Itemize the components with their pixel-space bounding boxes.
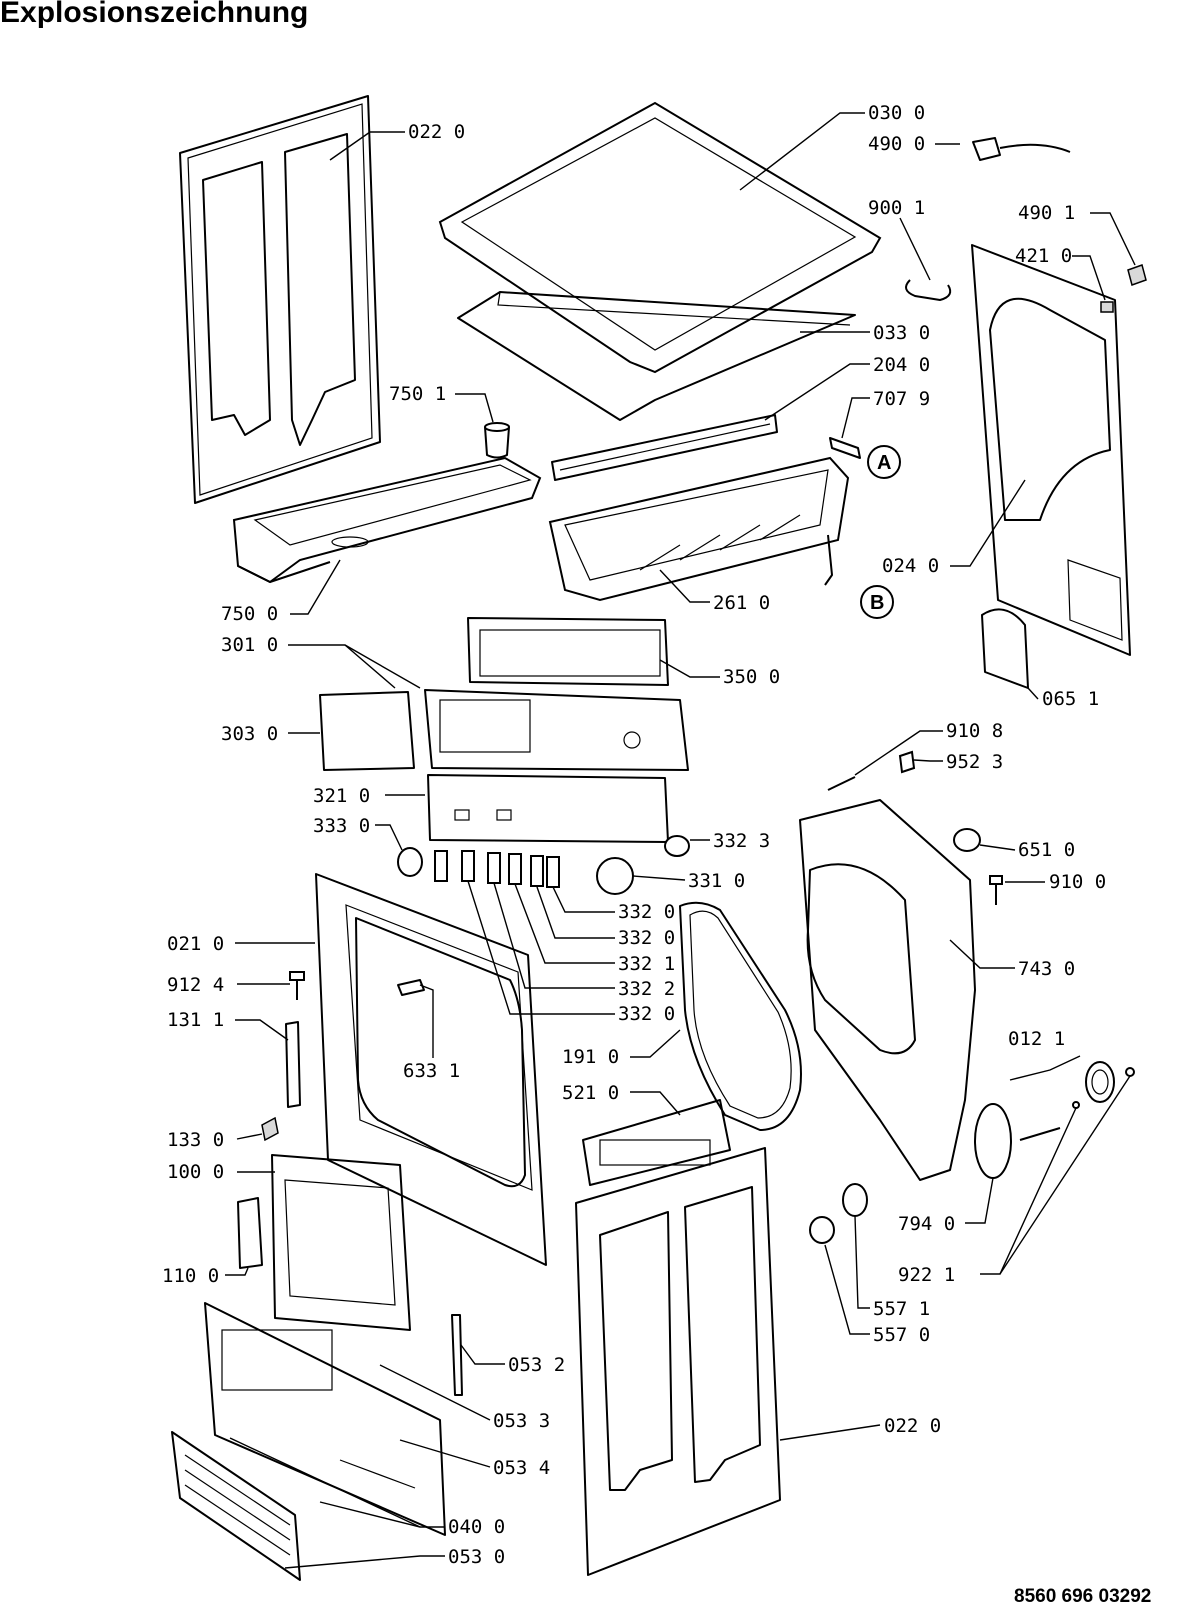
air-duct (548, 456, 850, 602)
part-label-332-2: 332 2 (618, 978, 675, 1000)
fascia-cap (319, 691, 415, 771)
part-label-133-0: 133 0 (167, 1129, 224, 1151)
part-label-022-0-bottom: 022 0 (884, 1415, 941, 1437)
part-label-261-0: 261 0 (713, 592, 770, 614)
part-label-021-0: 021 0 (167, 933, 224, 955)
part-labels: 022 0 030 0 490 0 900 1 490 1 421 0 033 … (162, 102, 1106, 1568)
vent-grille (171, 1431, 301, 1581)
door-frame (271, 1154, 411, 1331)
callout-b: B (860, 585, 894, 619)
control-panel-fascia (427, 774, 669, 843)
connector-part (1100, 264, 1147, 313)
part-label-053-3: 053 3 (493, 1410, 550, 1432)
cable-clip (905, 279, 952, 301)
part-label-332-3: 332 3 (713, 830, 770, 852)
part-label-065-1: 065 1 (1042, 688, 1099, 710)
part-label-191-0: 191 0 (562, 1046, 619, 1068)
rear-panel (971, 244, 1131, 656)
part-label-053-2: 053 2 (508, 1354, 565, 1376)
part-label-912-4: 912 4 (167, 974, 224, 996)
callout-a-text: A (877, 452, 891, 474)
part-label-053-4: 053 4 (493, 1457, 550, 1479)
top-cover (438, 101, 882, 374)
power-cord (972, 137, 1071, 161)
side-panel-left (179, 95, 381, 504)
part-label-490-0: 490 0 (868, 133, 925, 155)
screws (289, 875, 1003, 1000)
side-panel-right (575, 1147, 781, 1576)
part-label-743-0: 743 0 (1018, 958, 1075, 980)
part-label-557-1: 557 1 (873, 1298, 930, 1320)
filter-handle (451, 1314, 463, 1396)
callout-a: A (867, 445, 901, 479)
part-label-332-1: 332 1 (618, 953, 675, 975)
drum-housing (799, 799, 976, 1181)
push-buttons (434, 850, 560, 888)
part-label-750-0: 750 0 (221, 603, 278, 625)
strip-part (551, 414, 778, 481)
callout-b-text: B (870, 592, 884, 614)
diagram-title: Explosionszeichnung (0, 0, 309, 29)
part-label-024-0: 024 0 (882, 555, 939, 577)
latch-part (261, 1116, 279, 1142)
part-label-332-0-a: 332 0 (618, 901, 675, 923)
part-label-332-0-b: 332 0 (618, 927, 675, 949)
part-label-750-1: 750 1 (389, 383, 446, 405)
part-label-794-0: 794 0 (898, 1213, 955, 1235)
control-housing (424, 689, 689, 771)
part-label-301-0: 301 0 (221, 634, 278, 656)
part-label-707-9: 707 9 (873, 388, 930, 410)
small-fittings (827, 750, 981, 852)
part-label-022-0-top: 022 0 (408, 121, 465, 143)
part-label-557-0: 557 0 (873, 1324, 930, 1346)
part-label-521-0: 521 0 (562, 1082, 619, 1104)
hinge-part (397, 979, 425, 996)
part-label-131-1: 131 1 (167, 1009, 224, 1031)
cover-plate (457, 291, 856, 421)
cup-part (484, 422, 510, 459)
part-label-110-0: 110 0 (162, 1265, 219, 1287)
part-label-922-1: 922 1 (898, 1264, 955, 1286)
part-label-033-0: 033 0 (873, 322, 930, 344)
part-label-350-0: 350 0 (723, 666, 780, 688)
part-label-332-0-c: 332 0 (618, 1003, 675, 1025)
rear-cover-part (981, 608, 1029, 689)
front-panel (315, 873, 547, 1266)
part-label-030-0: 030 0 (868, 102, 925, 124)
water-tank (232, 456, 542, 584)
plinth-panel (204, 1302, 446, 1536)
part-label-633-1: 633 1 (403, 1060, 460, 1082)
door-handle (237, 1197, 263, 1269)
sensor-part (829, 437, 861, 459)
part-label-040-0: 040 0 (448, 1516, 505, 1538)
control-board (467, 617, 669, 686)
part-label-303-0: 303 0 (221, 723, 278, 745)
part-label-421-0: 421 0 (1015, 245, 1072, 267)
document-number: 8560 696 03292 (1014, 1586, 1152, 1607)
part-label-900-1: 900 1 (868, 197, 925, 219)
part-label-952-3: 952 3 (946, 751, 1003, 773)
power-module (582, 1099, 731, 1186)
belt-ring (974, 1103, 1012, 1179)
part-label-331-0: 331 0 (688, 870, 745, 892)
part-label-490-1: 490 1 (1018, 202, 1075, 224)
part-label-053-0: 053 0 (448, 1546, 505, 1568)
part-label-910-0: 910 0 (1049, 871, 1106, 893)
door-hinge (285, 1021, 301, 1108)
part-label-012-1: 012 1 (1008, 1028, 1065, 1050)
part-label-333-0: 333 0 (313, 815, 370, 837)
part-label-910-8: 910 8 (946, 720, 1003, 742)
part-label-204-0: 204 0 (873, 354, 930, 376)
door-gasket (679, 901, 802, 1131)
sensor-rings (809, 1183, 868, 1244)
part-label-651-0: 651 0 (1018, 839, 1075, 861)
leader-lines (225, 112, 1136, 1569)
part-label-100-0: 100 0 (167, 1161, 224, 1183)
part-label-321-0: 321 0 (313, 785, 370, 807)
